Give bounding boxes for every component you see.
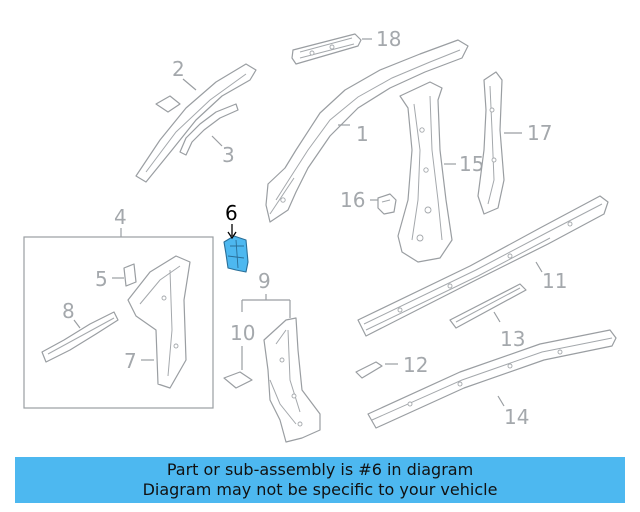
callout-4: 4 xyxy=(114,205,127,229)
info-banner: Part or sub-assembly is #6 in diagram Di… xyxy=(15,457,625,503)
callout-15: 15 xyxy=(459,152,484,176)
part-5 xyxy=(123,263,137,287)
callout-10: 10 xyxy=(230,321,255,345)
part-11 xyxy=(357,195,609,337)
callout-17: 17 xyxy=(527,121,552,145)
part-1 xyxy=(265,39,469,223)
callout-1: 1 xyxy=(356,122,369,146)
part-12 xyxy=(355,361,383,379)
part-17 xyxy=(477,71,505,215)
banner-line-1: Part or sub-assembly is #6 in diagram xyxy=(166,460,474,479)
part-13 xyxy=(449,283,527,329)
part-2 xyxy=(135,63,257,183)
callout-13: 13 xyxy=(500,327,525,351)
part-8 xyxy=(41,311,119,363)
part-14 xyxy=(367,329,617,429)
callout-2: 2 xyxy=(172,57,185,81)
group-4-box xyxy=(23,236,214,409)
callout-3: 3 xyxy=(222,143,235,167)
parts-diagram: 18 1 2 3 15 17 16 xyxy=(23,27,617,443)
banner-line-2: Diagram may not be specific to your vehi… xyxy=(142,480,498,499)
part-9 xyxy=(263,317,321,443)
callout-11: 11 xyxy=(542,269,567,293)
callout-8: 8 xyxy=(62,299,75,323)
callout-5: 5 xyxy=(95,267,108,291)
callout-18: 18 xyxy=(376,27,401,51)
part-7 xyxy=(127,255,191,389)
callout-7: 7 xyxy=(124,349,137,373)
part-18 xyxy=(291,33,362,65)
part-10 xyxy=(223,371,253,389)
callout-12: 12 xyxy=(403,353,428,377)
part-3 xyxy=(179,103,239,156)
part-15 xyxy=(397,81,453,263)
callout-9: 9 xyxy=(258,269,271,293)
part-16 xyxy=(377,193,397,215)
callout-14: 14 xyxy=(504,405,529,429)
callout-6: 6 xyxy=(225,201,238,225)
callout-16: 16 xyxy=(340,188,365,212)
part-6-highlighted xyxy=(223,235,249,273)
